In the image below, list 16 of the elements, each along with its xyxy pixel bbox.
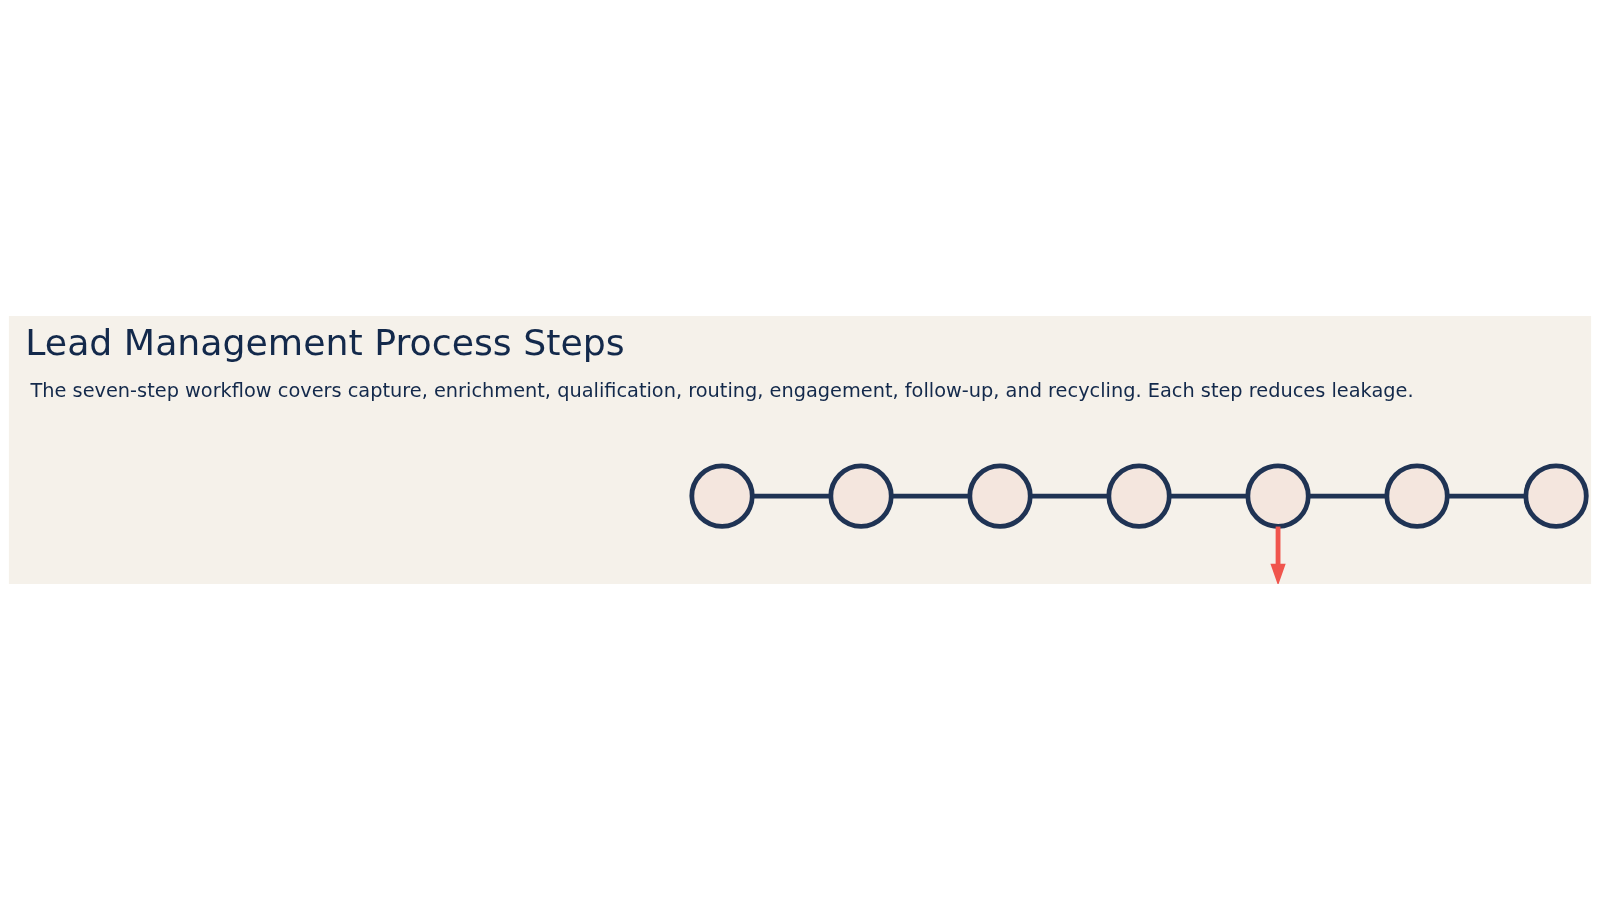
node-circle — [1384, 463, 1450, 529]
node-circle — [1245, 463, 1311, 529]
node-circle — [828, 463, 894, 529]
connector — [891, 493, 970, 499]
connector — [1447, 493, 1526, 499]
node-circle — [1106, 463, 1172, 529]
connector — [1169, 493, 1248, 499]
node-circle — [1523, 463, 1589, 529]
connector — [1308, 493, 1387, 499]
node-circle — [689, 463, 755, 529]
connector — [1030, 493, 1109, 499]
arrow — [1270, 526, 1286, 584]
node-circle — [967, 463, 1033, 529]
diagram-title: Lead Management Process Steps — [25, 320, 625, 364]
connector — [752, 493, 831, 499]
label: The seven-step workflow covers capture, enrichment, qualification, routing, engagement, follow-up, and recycling. Each step reduces leakage. — [30, 378, 1414, 402]
